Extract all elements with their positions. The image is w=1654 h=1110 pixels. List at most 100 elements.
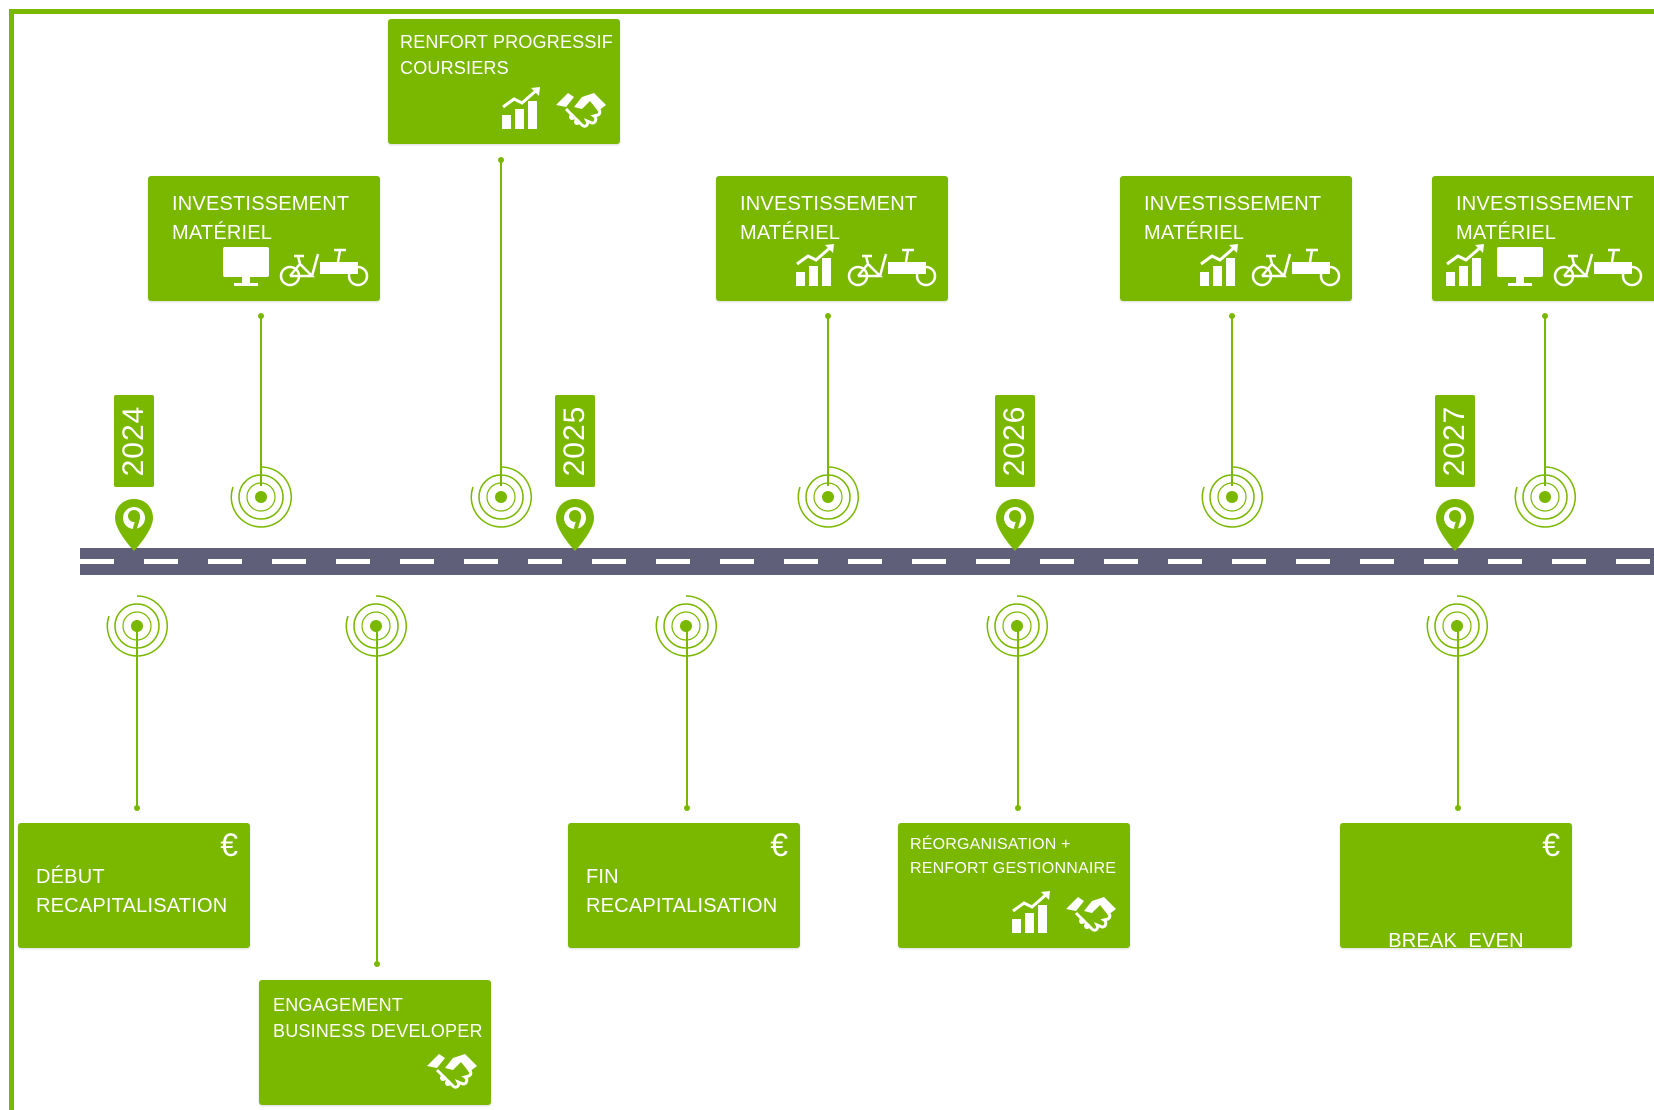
- card-title: RÉORGANISATION + RENFORT GESTIONNAIRE: [910, 833, 1116, 881]
- connector-line: [1457, 626, 1459, 808]
- frame-left-border: [9, 9, 14, 1110]
- card-break-even: € BREAK EVEN: [1340, 823, 1572, 948]
- card-icons: [500, 85, 610, 136]
- card-icons: [794, 242, 938, 293]
- card-title-line: DÉBUT: [36, 866, 105, 888]
- growth-chart-icon: [1444, 242, 1488, 293]
- card-title-line: MATÉRIEL: [172, 222, 273, 244]
- connector-line: [1017, 626, 1019, 808]
- card-reorganisation-renfort-gestionnaire: RÉORGANISATION + RENFORT GESTIONNAIRE: [898, 823, 1130, 948]
- card-title: INVESTISSEMENT MATÉRIEL: [740, 190, 917, 248]
- card-icons: [1198, 242, 1342, 293]
- card-icons: [1444, 242, 1644, 293]
- year-badge-2025: 2025: [555, 395, 595, 487]
- connector-dot: [374, 961, 380, 967]
- card-title-line: INVESTISSEMENT: [1456, 193, 1634, 215]
- handshake-icon: [1062, 889, 1120, 940]
- handshake-icon: [552, 85, 610, 136]
- connector-line: [376, 626, 378, 964]
- connector-dot: [1455, 805, 1461, 811]
- card-title-line: RENFORT GESTIONNAIRE: [910, 860, 1117, 877]
- connector-dot: [684, 805, 690, 811]
- card-investissement-materiel-1: INVESTISSEMENT MATÉRIEL: [148, 176, 380, 301]
- milestone-target-icon: [1514, 466, 1576, 528]
- card-title-line: COURSIERS: [400, 58, 509, 78]
- connector-dot: [1229, 313, 1235, 319]
- card-title-line: BUSINESS DEVELOPER: [273, 1021, 483, 1041]
- connector-line: [827, 316, 829, 486]
- card-title: BREAK EVEN: [1340, 869, 1572, 948]
- card-title: ENGAGEMENT BUSINESS DEVELOPER: [273, 992, 483, 1044]
- connector-dot: [1542, 313, 1548, 319]
- card-icons: [1010, 889, 1120, 940]
- location-pin-icon: [996, 499, 1034, 551]
- connector-line: [136, 626, 138, 808]
- card-investissement-materiel-4: INVESTISSEMENT MATÉRIEL: [1432, 176, 1654, 301]
- card-title: INVESTISSEMENT MATÉRIEL: [172, 190, 349, 248]
- year-badge-2027: 2027: [1435, 395, 1475, 487]
- location-pin-icon: [115, 499, 153, 551]
- card-title: FIN RECAPITALISATION: [586, 863, 777, 921]
- frame-top-border: [9, 9, 1654, 14]
- card-title-line: INVESTISSEMENT: [740, 193, 918, 215]
- card-title-line: MATÉRIEL: [1456, 222, 1557, 244]
- year-label: 2027: [1438, 405, 1471, 477]
- location-pin-icon: [556, 499, 594, 551]
- card-title-line: FIN: [586, 866, 619, 888]
- connector-line: [1544, 316, 1546, 486]
- road: [80, 548, 1654, 575]
- monitor-icon: [222, 246, 270, 293]
- card-title-line: MATÉRIEL: [1144, 222, 1245, 244]
- connector-dot: [134, 805, 140, 811]
- monitor-icon: [1496, 246, 1544, 293]
- card-title-line: RECAPITALISATION: [36, 895, 228, 917]
- milestone-target-icon: [470, 466, 532, 528]
- year-badge-2024: 2024: [114, 395, 154, 487]
- card-investissement-materiel-2: INVESTISSEMENT MATÉRIEL: [716, 176, 948, 301]
- card-icons: [222, 246, 370, 293]
- card-title: DÉBUT RECAPITALISATION: [36, 863, 227, 921]
- milestone-target-icon: [1426, 595, 1488, 657]
- card-icons: [423, 1046, 481, 1097]
- milestone-target-icon: [1201, 466, 1263, 528]
- card-engagement-business-developer: ENGAGEMENT BUSINESS DEVELOPER: [259, 980, 491, 1105]
- connector-line: [260, 316, 262, 486]
- growth-chart-icon: [794, 242, 838, 293]
- card-title-line: INVESTISSEMENT: [1144, 193, 1322, 215]
- growth-chart-icon: [500, 85, 544, 136]
- card-title-line: MATÉRIEL: [740, 222, 841, 244]
- card-title-line: BREAK EVEN: [1388, 930, 1524, 948]
- connector-dot: [825, 313, 831, 319]
- milestone-target-icon: [230, 466, 292, 528]
- card-debut-recapitalisation: € DÉBUT RECAPITALISATION: [18, 823, 250, 948]
- card-title-line: INVESTISSEMENT: [172, 193, 350, 215]
- year-label: 2026: [998, 405, 1031, 477]
- connector-dot: [1015, 805, 1021, 811]
- card-fin-recapitalisation: € FIN RECAPITALISATION: [568, 823, 800, 948]
- cargo-bike-icon: [846, 246, 938, 293]
- euro-icon: €: [770, 827, 788, 863]
- cargo-bike-icon: [1250, 246, 1342, 293]
- card-title-line: RÉORGANISATION +: [910, 836, 1071, 853]
- cargo-bike-icon: [278, 246, 370, 293]
- road-lane-markings: [80, 559, 1654, 564]
- connector-dot: [498, 157, 504, 163]
- connector-dot: [258, 313, 264, 319]
- cargo-bike-icon: [1552, 246, 1644, 293]
- euro-icon: €: [1542, 827, 1560, 863]
- card-title: INVESTISSEMENT MATÉRIEL: [1456, 190, 1633, 248]
- handshake-icon: [423, 1046, 481, 1097]
- card-title: INVESTISSEMENT MATÉRIEL: [1144, 190, 1321, 248]
- card-title-line: RECAPITALISATION: [586, 895, 778, 917]
- card-title-line: ENGAGEMENT: [273, 995, 404, 1015]
- connector-line: [1231, 316, 1233, 486]
- card-title: RENFORT PROGRESSIF COURSIERS: [400, 29, 613, 81]
- location-pin-icon: [1436, 499, 1474, 551]
- year-label: 2025: [558, 405, 591, 477]
- card-title-line: RENFORT PROGRESSIF: [400, 32, 613, 52]
- euro-icon: €: [220, 827, 238, 863]
- card-renfort-progressif-coursiers: RENFORT PROGRESSIF COURSIERS: [388, 19, 620, 144]
- growth-chart-icon: [1198, 242, 1242, 293]
- year-label: 2024: [117, 405, 150, 477]
